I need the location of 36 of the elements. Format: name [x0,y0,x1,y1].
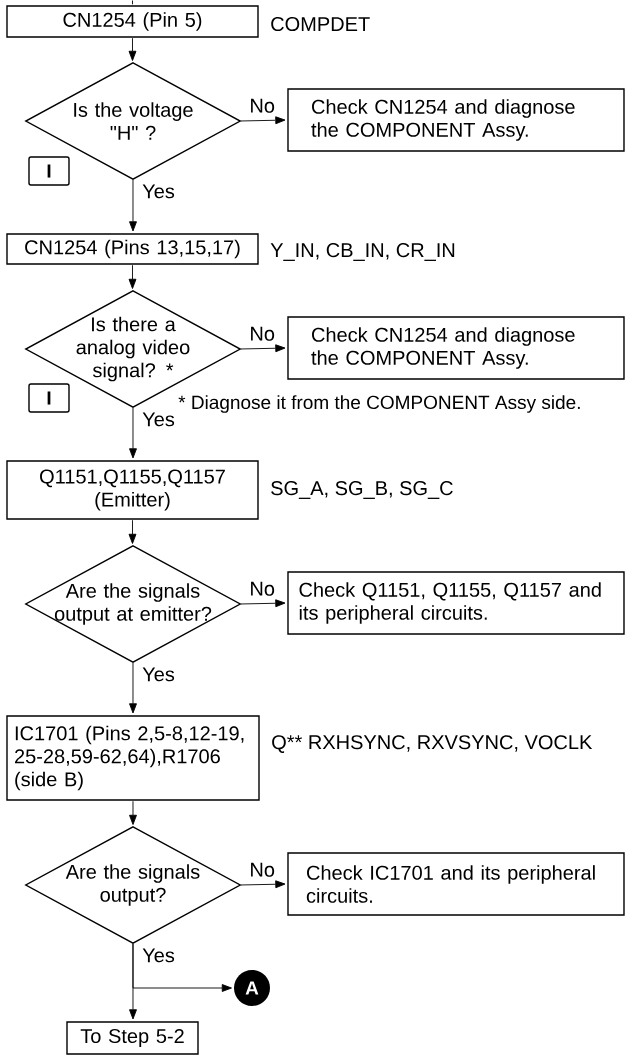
step-mark: I [28,156,70,186]
edge-label: No [251,581,275,596]
edge-label: Yes [142,948,175,963]
arrow [132,943,232,992]
action-box: Check IC1701 and its peripheral circuits. [287,852,625,916]
action-box: Check CN1254 and diagnose the COMPONENT Assy. [287,88,625,152]
footnote: * Diagnose it from the COMPONENT Assy side. [178,395,580,413]
arrow [128,264,137,289]
edge-label: No [251,98,275,113]
process-box: Q1151,Q1155,Q1157 (Emitter) [6,460,259,520]
process-box: CN1254 (Pin 5) [6,5,259,38]
step-mark: I [28,383,70,413]
arrow [128,519,137,544]
action-box: Check Q1151, Q1155, Q1157 and its peripheral circuits. [287,571,625,635]
arrow [240,880,286,889]
arrow [129,179,137,232]
arrow [129,407,137,459]
signal-name: SG_A, SG_B, SG_C [271,481,453,499]
process-box: To Step 5-2 [66,1021,199,1055]
edge-label: No [251,862,275,877]
process-box: IC1701 (Pins 2,5-8,12-19, 25-28,59-62,64),R1706 (side B) [6,715,260,801]
arrow [129,662,137,714]
arrow [240,344,286,353]
edge-label: Yes [142,184,175,199]
signal-name: COMPDET [271,16,370,32]
edge-label: No [251,326,275,341]
signal-name: Y_IN, CB_IN, CR_IN [270,243,455,261]
edge-label: Yes [142,412,175,427]
edge-label: Yes [142,667,175,682]
arrow [129,800,137,825]
process-box: CN1254 (Pins 13,15,17) [6,233,259,265]
arrow [240,599,286,608]
arrow [128,37,137,61]
action-box: Check CN1254 and diagnose the COMPONENT Assy. [287,316,625,380]
signal-name: Q** RXHSYNC, RXVSYNC, VOCLK [272,735,593,753]
arrow [240,116,286,125]
